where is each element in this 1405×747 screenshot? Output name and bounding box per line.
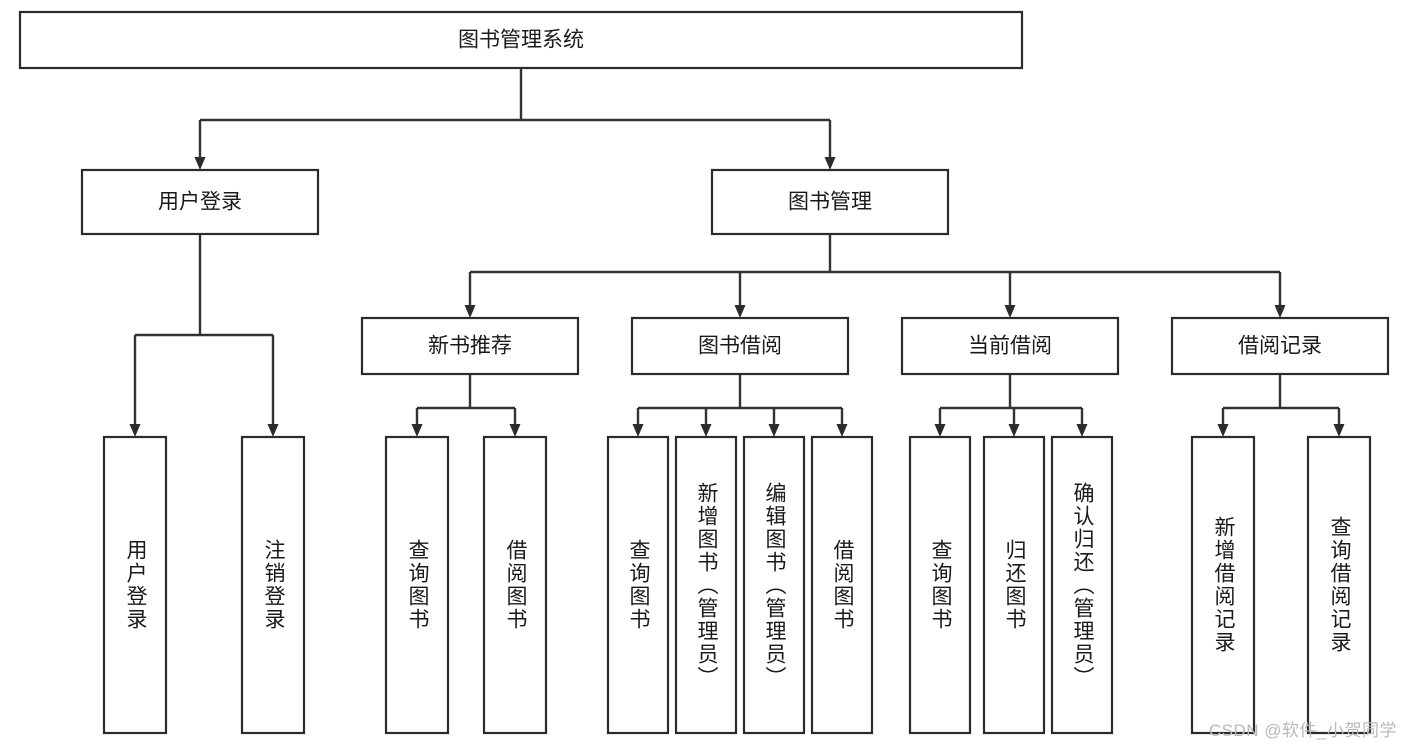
arrow-head-book-manage-3: [1274, 305, 1286, 318]
node-box-book-borrow[interactable]: [630, 316, 850, 376]
node-box-leaf-user-login[interactable]: [102, 435, 168, 735]
node-box-leaf-borrow-book-2[interactable]: [810, 435, 874, 735]
arrow-head-book-borrow-1: [700, 424, 712, 437]
node-box-leaf-query-book-3[interactable]: [908, 435, 972, 735]
node-box-root[interactable]: [18, 10, 1024, 70]
arrow-head-current-borrow-1: [1008, 424, 1020, 437]
node-box-leaf-add-book[interactable]: [674, 435, 738, 735]
arrow-head-user-login-0: [129, 424, 141, 437]
node-label-root: 图书管理系统: [458, 29, 584, 52]
arrow-head-new-book-rec-1: [509, 424, 521, 437]
node-box-leaf-return-book[interactable]: [982, 435, 1046, 735]
node-box-leaf-query-record[interactable]: [1306, 435, 1372, 735]
node-label-borrow-record: 借阅记录: [1238, 335, 1322, 358]
node-box-new-book-rec[interactable]: [360, 316, 580, 376]
node-label-book-borrow: 图书借阅: [698, 335, 782, 358]
node-box-current-borrow[interactable]: [900, 316, 1120, 376]
arrow-head-book-manage-0: [464, 305, 476, 318]
arrow-head-current-borrow-2: [1076, 424, 1088, 437]
node-box-leaf-edit-book[interactable]: [742, 435, 806, 735]
node-box-leaf-confirm-return[interactable]: [1050, 435, 1114, 735]
arrow-head-book-manage-1: [734, 305, 746, 318]
node-box-leaf-query-book-2[interactable]: [606, 435, 670, 735]
node-label-new-book-rec: 新书推荐: [428, 335, 512, 358]
node-box-leaf-add-record[interactable]: [1190, 435, 1256, 735]
node-box-book-manage[interactable]: [710, 168, 950, 236]
node-label-book-manage: 图书管理: [788, 191, 872, 214]
watermark-text: CSDN @软件_小贺同学: [1208, 721, 1397, 740]
arrow-head-root-0: [194, 157, 206, 170]
arrow-head-book-borrow-0: [632, 424, 644, 437]
node-box-leaf-borrow-book-1[interactable]: [482, 435, 548, 735]
arrow-head-root-1: [824, 157, 836, 170]
arrow-head-book-borrow-3: [836, 424, 848, 437]
arrow-head-book-borrow-2: [768, 424, 780, 437]
node-box-leaf-logout[interactable]: [240, 435, 306, 735]
boxes-layer: [18, 10, 1390, 735]
node-label-user-login: 用户登录: [158, 191, 242, 214]
arrow-head-borrow-record-0: [1217, 424, 1229, 437]
node-box-borrow-record[interactable]: [1170, 316, 1390, 376]
arrow-head-new-book-rec-0: [411, 424, 423, 437]
connectors-layer: [129, 68, 1345, 437]
arrow-head-user-login-1: [267, 424, 279, 437]
arrow-head-borrow-record-1: [1333, 424, 1345, 437]
node-box-user-login[interactable]: [80, 168, 320, 236]
arrow-head-current-borrow-0: [934, 424, 946, 437]
arrow-head-book-manage-2: [1004, 305, 1016, 318]
node-box-leaf-query-book-1[interactable]: [384, 435, 450, 735]
node-label-current-borrow: 当前借阅: [968, 335, 1052, 358]
